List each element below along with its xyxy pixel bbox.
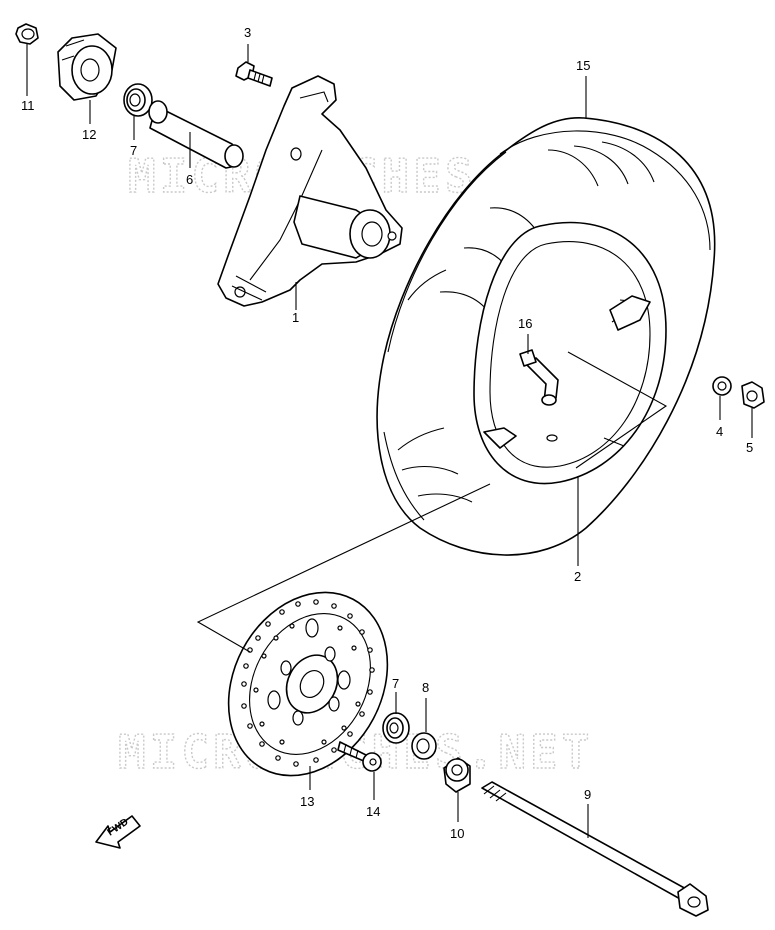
part-4-washer[interactable] xyxy=(712,376,732,396)
callout-15: 15 xyxy=(576,58,590,73)
part-6-spacer[interactable] xyxy=(148,100,244,169)
callout-13: 13 xyxy=(300,794,314,809)
callout-12: 12 xyxy=(82,127,96,142)
part-8-seal[interactable] xyxy=(411,732,437,760)
fwd-arrow-icon: FWD xyxy=(95,815,141,849)
callout-3: 3 xyxy=(244,25,251,40)
part-12-housing[interactable] xyxy=(57,33,117,101)
callout-16: 16 xyxy=(518,316,532,331)
callout-5: 5 xyxy=(746,440,753,455)
part-3-bolt[interactable] xyxy=(235,61,273,87)
callout-8: 8 xyxy=(422,680,429,695)
part-1-hub[interactable] xyxy=(217,75,403,307)
part-7-bearing-lower[interactable] xyxy=(382,712,410,744)
callout-10: 10 xyxy=(450,826,464,841)
part-10-collar[interactable] xyxy=(443,757,471,793)
assembly-line-disc xyxy=(196,483,491,653)
part-13-disc[interactable] xyxy=(198,564,419,803)
part-7-bearing-upper[interactable] xyxy=(123,83,153,117)
callout-2: 2 xyxy=(574,569,581,584)
part-15-tire[interactable] xyxy=(376,117,716,556)
part-14-bolt[interactable] xyxy=(337,741,382,772)
callout-9: 9 xyxy=(584,787,591,802)
leader-lines xyxy=(26,44,753,838)
callout-4: 4 xyxy=(716,424,723,439)
part-9-axle[interactable] xyxy=(481,781,709,917)
part-11-nut[interactable] xyxy=(15,23,39,45)
callout-7-lower: 7 xyxy=(392,676,399,691)
part-5-nut[interactable] xyxy=(741,381,765,409)
callout-14: 14 xyxy=(366,804,380,819)
callout-11: 11 xyxy=(21,98,35,113)
callout-6: 6 xyxy=(186,172,193,187)
callout-7-upper: 7 xyxy=(130,143,137,158)
part-16-valve[interactable] xyxy=(519,349,559,406)
callout-1: 1 xyxy=(292,310,299,325)
assembly-line-tire xyxy=(567,351,668,469)
